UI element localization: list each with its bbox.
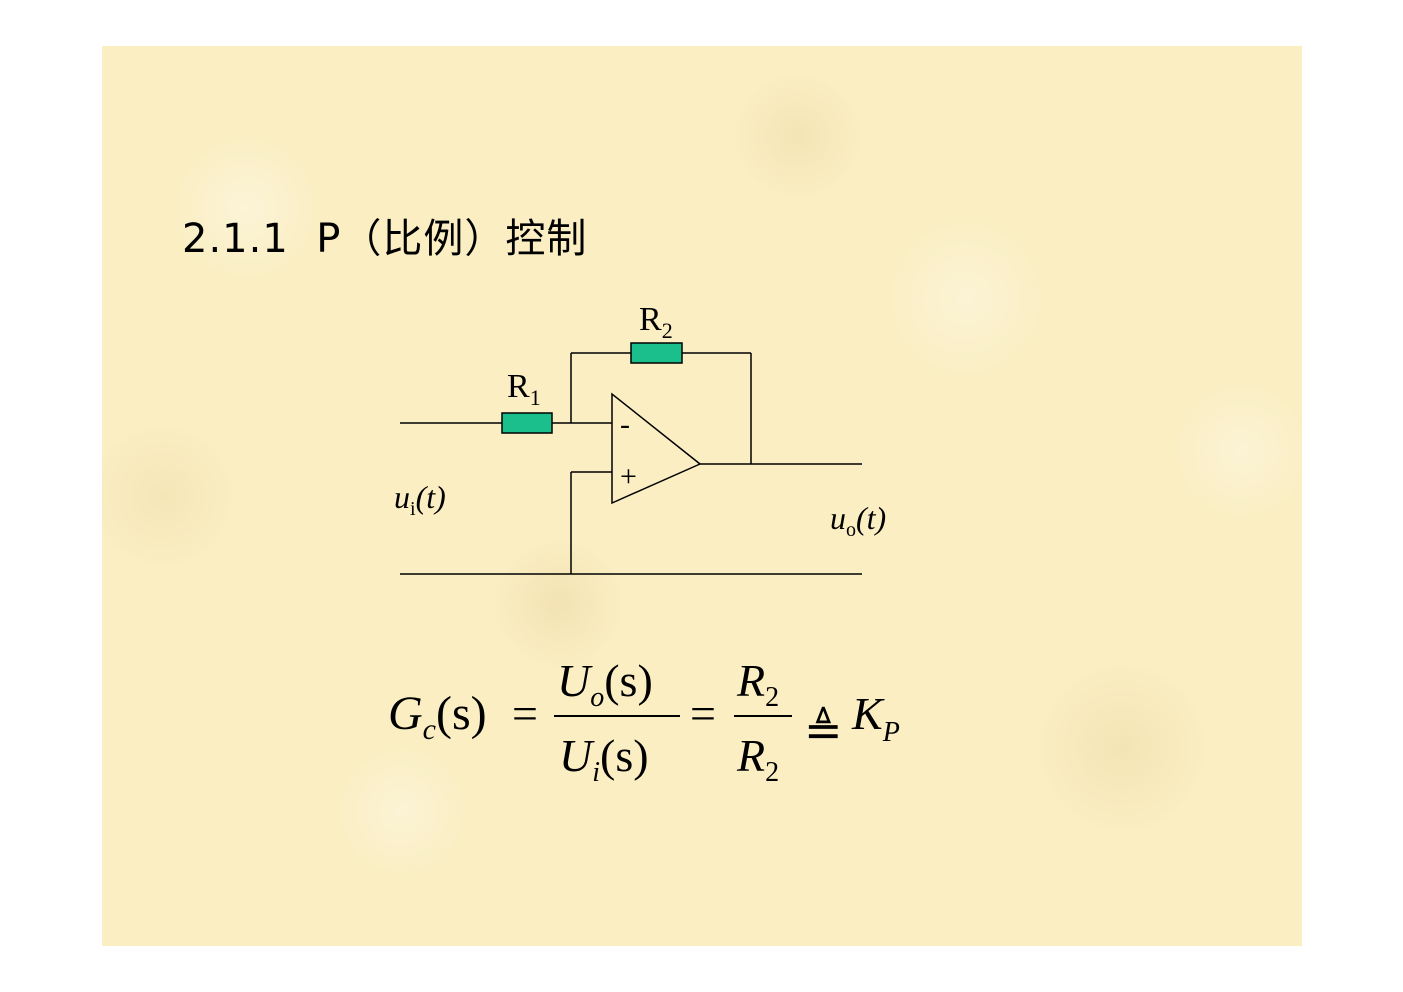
formula-lhs: Gc(s): [388, 687, 487, 746]
output-voltage-label: uo(t): [830, 500, 886, 541]
resistor-r1: [501, 412, 553, 434]
resistor-r2: [630, 342, 683, 364]
r2-label: R2: [639, 301, 673, 343]
transfer-function-formula: Gc(s) = Uo(s) Ui(s) = R2 R2 ≜ KP: [388, 655, 900, 788]
formula-rhs: KP: [851, 688, 900, 748]
input-voltage-label: ui(t): [394, 479, 446, 520]
circuit-wires: [400, 352, 862, 575]
formula-fraction2-numerator: R2: [736, 655, 779, 713]
formula-eq2: =: [690, 688, 716, 739]
formula-eq1: =: [512, 688, 538, 739]
opamp-minus-sign: -: [620, 408, 630, 441]
slide: 2.1.1 P（比例）控制 -: [102, 46, 1302, 946]
r1-label: R1: [507, 368, 541, 410]
circuit-diagram: - + R1 R2 ui(t) uo(t) Gc(s) = Uo(s) Ui(s…: [388, 301, 900, 788]
opamp-triangle: [611, 392, 702, 505]
formula-defined-as: ≜: [804, 705, 843, 756]
formula-fraction2-denominator: R2: [736, 730, 779, 788]
formula-fraction1-denominator: Ui(s): [559, 730, 649, 788]
formula-fraction1-numerator: Uo(s): [557, 655, 653, 713]
page-title: 2.1.1 P（比例）控制: [182, 216, 588, 262]
opamp-plus-sign: +: [620, 460, 637, 493]
